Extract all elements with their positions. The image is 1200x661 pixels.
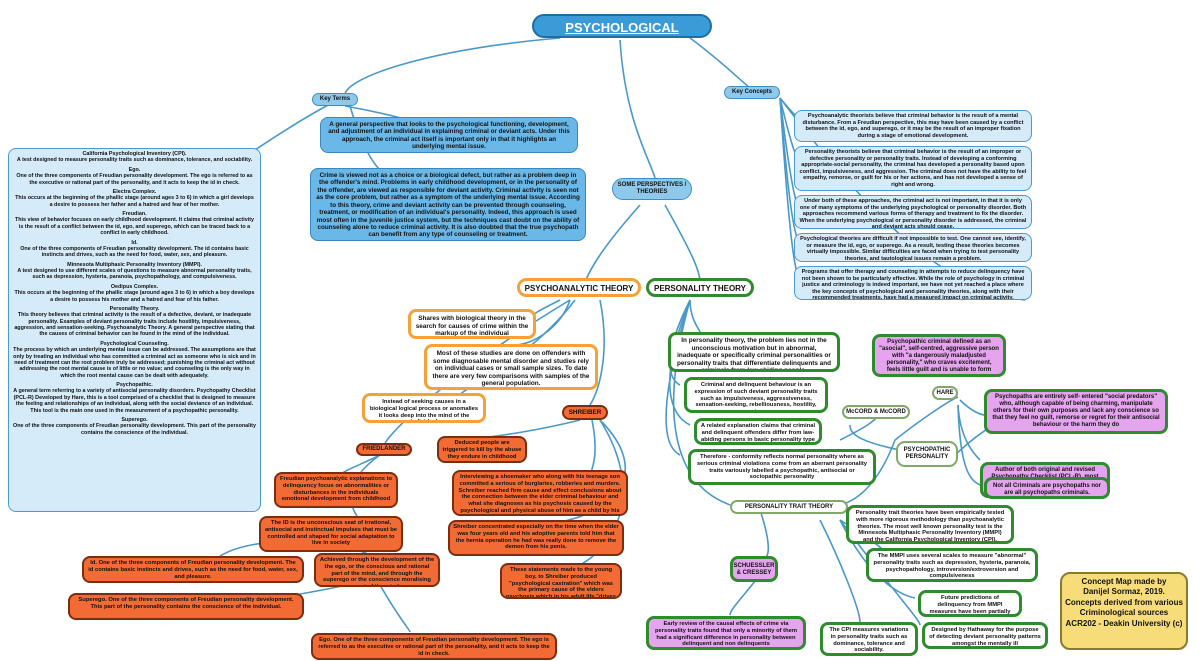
glossary-definition: One of the three components of Freudian … bbox=[20, 245, 249, 259]
psychoanalytic-shares: Shares with biological theory in the sea… bbox=[408, 309, 536, 339]
glossary-definition: This theory believes that criminal activ… bbox=[14, 312, 255, 338]
glossary-term: Personality Theory. bbox=[109, 305, 160, 312]
psychopath-hare-description: Psychopaths are entirely self- entered "… bbox=[984, 389, 1168, 434]
trait-empirical: Personality trait theories have been emp… bbox=[846, 505, 1014, 544]
hub-some-perspectives: SOME PERSPECTIVES / THEORIES bbox=[612, 178, 692, 200]
glossary-term: Freudian. bbox=[122, 211, 147, 217]
glossary-term: Superego. bbox=[121, 416, 148, 423]
glossary-definition: One of the three components of Freudian … bbox=[13, 423, 256, 436]
schreiber-node-4: These statements made to the young boy, … bbox=[500, 563, 622, 599]
key-concept-1: Psychoanalytic theorists believe that cr… bbox=[794, 110, 1032, 142]
key-concept-2: Personality theorists believe that crimi… bbox=[794, 146, 1032, 191]
glossary-definition: A general term referring to a variety of… bbox=[13, 388, 256, 414]
credit-line: Concept Map made by bbox=[1081, 577, 1167, 586]
credit-line: Danijel Sormaz, 2019. bbox=[1083, 587, 1165, 597]
key-term-definition-1: A general perspective that looks to the … bbox=[320, 117, 578, 153]
hub-key-concepts: Key Concepts bbox=[724, 86, 780, 99]
glossary-term: Ego. bbox=[128, 166, 141, 173]
psychoanalytic-instead: Instead of seeking causes in a biologica… bbox=[362, 393, 486, 423]
friedlander-node-5: Superego. One of the three components of… bbox=[68, 593, 304, 620]
trait-mmpi: The MMPI uses several scales to measure … bbox=[866, 548, 1038, 582]
trait-early-review: Early review of the causal effects of cr… bbox=[646, 616, 806, 650]
glossary-term: Psychopathic. bbox=[116, 382, 153, 388]
glossary-term: Id. bbox=[131, 239, 138, 246]
glossary-definition: A test designed to measure personality t… bbox=[16, 157, 253, 164]
key-term-definition-2: Crime is viewed not as a choice or a bio… bbox=[310, 168, 586, 241]
page-title: PSYCHOLOGICAL THEORIES bbox=[532, 14, 712, 38]
personality-trait-theory-hub: PERSONALITY TRAIT THEORY bbox=[730, 500, 848, 514]
friedlander-node-2: The ID is the unconscious seat of irrati… bbox=[259, 516, 403, 552]
glossary-definition: The process by which an underlying menta… bbox=[13, 347, 256, 379]
glossary-definition: This occurs at the beginning of the phal… bbox=[15, 195, 254, 208]
friedlander-hub: FRIEDLANDER bbox=[356, 443, 412, 456]
psychopath-mccord-definition: Psychopathic criminal defined as an "aso… bbox=[872, 334, 1006, 377]
friedlander-node-3: Id. One of the three components of Freud… bbox=[82, 556, 304, 583]
psychoanalytic-theory-hub: PSYCHOANALYTIC THEORY bbox=[517, 278, 641, 297]
trait-future: Future predictions of delinquency from M… bbox=[918, 590, 1022, 617]
friedlander-node-6: Ego. One of the three components of Freu… bbox=[311, 633, 557, 660]
schuessler-hub: SCHUESSLER & CRESSEY bbox=[730, 556, 778, 582]
personality-related: A related explanation claims that crimin… bbox=[694, 418, 822, 445]
personality-intro: In personality theory, the problem lies … bbox=[668, 332, 840, 372]
psychopath-not-all-box: Not all Criminals are psychopaths nor ar… bbox=[984, 477, 1110, 499]
glossary-panel: California Psychological Inventory (CPI)… bbox=[8, 148, 261, 512]
glossary-term: Psychological Counseling. bbox=[100, 340, 169, 347]
credit-line: ACR202 - Deakin University (c) bbox=[1065, 618, 1183, 628]
personality-therefore: Therefore - conformity reflects normal p… bbox=[688, 449, 876, 485]
hare-hub: HARE bbox=[932, 386, 958, 400]
glossary-definition: This occurs at the beginning of the phal… bbox=[14, 290, 255, 303]
trait-hathaway: Designed by Hathaway for the purpose of … bbox=[922, 622, 1048, 649]
schreiber-hub: SHREIBER bbox=[562, 405, 608, 420]
glossary-definition: A test designed to use different scales … bbox=[17, 268, 252, 281]
mccord-hub: McCORD & McCORD bbox=[842, 405, 910, 419]
glossary-term: Oedipus Complex. bbox=[110, 283, 159, 290]
glossary-definition: One of the three components of Freudian … bbox=[16, 173, 253, 186]
credit-line: Criminological sources bbox=[1079, 608, 1169, 618]
credit-line: Concepts derived from various bbox=[1065, 597, 1183, 607]
key-concept-5: Programs that offer therapy and counseli… bbox=[794, 266, 1032, 300]
key-concept-4: Psychological theories are difficult if … bbox=[794, 233, 1032, 262]
hub-key-terms: Key Terms bbox=[312, 93, 358, 106]
personality-expression: Criminal and delinquent behaviour is an … bbox=[684, 377, 828, 413]
key-concept-3: Under both of these approaches, the crim… bbox=[794, 195, 1032, 229]
schreiber-node-1: Deduced people are triggered to kill by … bbox=[437, 436, 527, 463]
glossary-term: Minnesota Multiphasic Personality Invent… bbox=[67, 261, 202, 268]
glossary-definition: This view of behavior focuses on early c… bbox=[14, 217, 255, 237]
friedlander-node-1: Freudian psychoanalytic explanations to … bbox=[274, 472, 398, 508]
glossary-term: Electra Complex. bbox=[112, 188, 157, 195]
glossary-term: California Psychological Inventory (CPI)… bbox=[82, 151, 187, 157]
psychoanalytic-studies: Most of these studies are done on offend… bbox=[424, 344, 598, 390]
friedlander-node-4: Achieved through the development of the … bbox=[314, 553, 440, 587]
schreiber-node-2: Interviewing a shoemaker who along with … bbox=[452, 470, 628, 516]
psychopathic-personality-hub: PSYCHOPATHIC PERSONALITY bbox=[896, 441, 958, 467]
personality-theory-hub: PERSONALITY THEORY bbox=[646, 278, 754, 297]
schreiber-node-3: Shreiber concentrated especially on the … bbox=[448, 520, 624, 556]
trait-cpi: The CPI measures variations in personali… bbox=[820, 622, 918, 656]
